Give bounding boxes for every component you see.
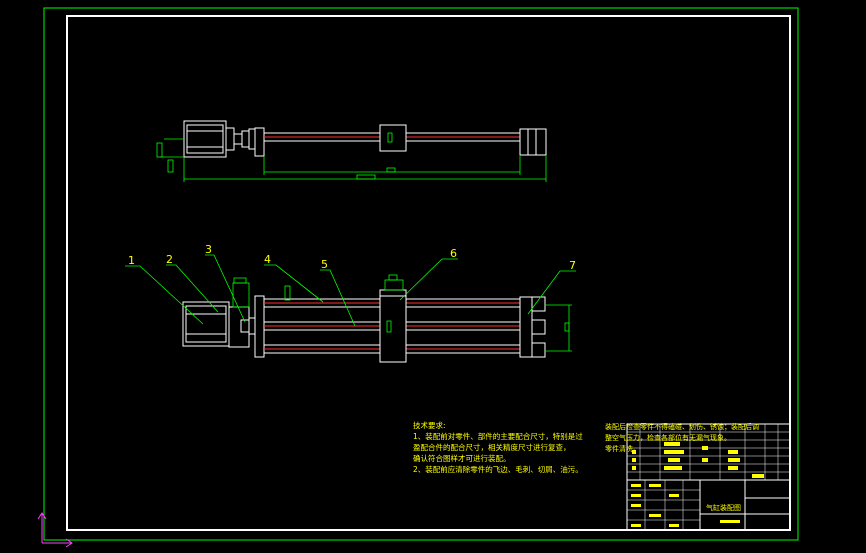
right-notes: 装配后检查零件不得磕碰、划伤、锈蚀；装配后调 整空气压力，检查各部位有无漏气现象…	[605, 422, 759, 455]
right-note-line-2: 整空气压力，检查各部位有无漏气现象。	[605, 434, 731, 442]
part-number-6: 6	[450, 247, 457, 260]
right-note-line-3: 零件清洗。	[605, 445, 640, 453]
front-view-dimensions	[232, 274, 572, 352]
front-view-assembly	[182, 289, 546, 363]
part-number-5: 5	[321, 258, 328, 271]
tech-req-line-4: 2、装配前应清除零件的飞边、毛刺、切屑、油污。	[413, 465, 583, 474]
part-leader-lines	[125, 254, 576, 327]
part-number-labels: 1 2 3 4 5 6 7	[128, 243, 576, 272]
drawing-title: 气缸装配图	[706, 503, 741, 512]
tech-req-line-2: 盈配合件的配合尺寸，相关精度尺寸进行复查，	[413, 443, 571, 452]
technical-requirements: 技术要求: 1、装配前对零件、部件的主要配合尺寸，特别是过 盈配合件的配合尺寸，…	[413, 420, 583, 475]
part-number-7: 7	[569, 259, 576, 272]
top-view-assembly	[183, 120, 547, 158]
inner-drawing-border	[66, 15, 791, 531]
tech-req-line-1: 1、装配前对零件、部件的主要配合尺寸，特别是过	[413, 432, 583, 441]
ucs-axis-icon	[37, 512, 73, 548]
tech-req-line-3: 确认符合图样才可进行装配。	[413, 454, 511, 463]
title-block-marks	[631, 484, 740, 527]
part-number-1: 1	[128, 254, 135, 267]
part-number-2: 2	[166, 253, 173, 266]
top-view-dimensions	[156, 132, 547, 182]
right-note-line-1: 装配后检查零件不得磕碰、划伤、锈蚀；装配后调	[605, 423, 759, 431]
tech-req-heading: 技术要求:	[413, 421, 446, 430]
title-block	[626, 479, 791, 531]
part-number-3: 3	[205, 243, 212, 256]
outer-sheet-border	[43, 7, 799, 541]
part-number-4: 4	[264, 253, 271, 266]
parts-list-marks	[632, 442, 764, 478]
